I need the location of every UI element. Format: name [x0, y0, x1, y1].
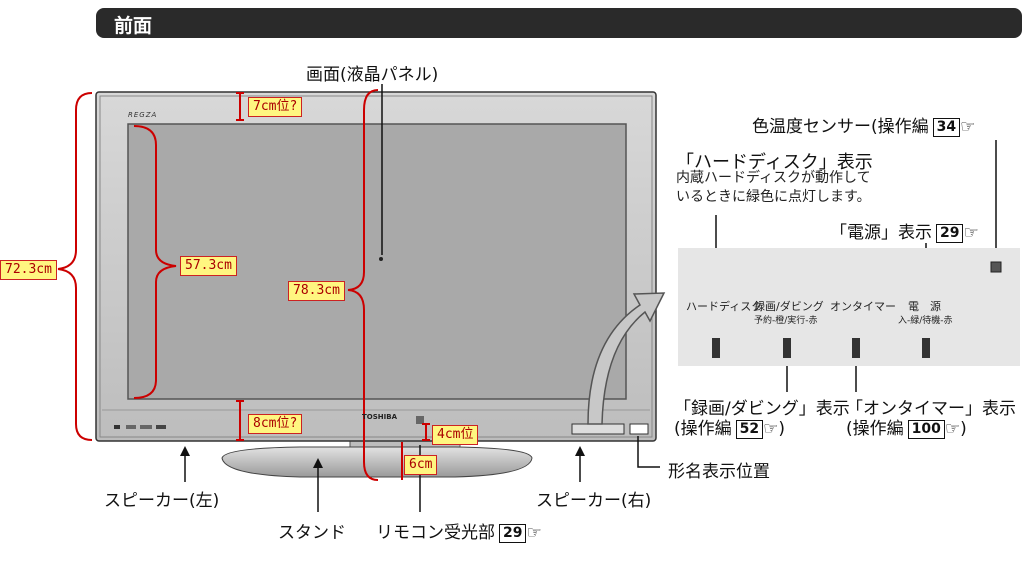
power-led: [922, 338, 930, 358]
indicator-leds: [712, 338, 930, 358]
panel-label-power-sub: 入-緑/待機-赤: [898, 316, 953, 326]
zoom-arrow-icon: [587, 292, 666, 425]
measure-total-height: 72.3cm: [0, 260, 57, 280]
panel-label-rec-sub: 予約-橙/実行-赤: [754, 316, 818, 326]
label-screen: 画面(液晶パネル): [306, 65, 439, 85]
measure-sensor-to-stand: 6cm: [404, 455, 438, 475]
section-title: 前面: [114, 15, 153, 37]
ref-page-badge: 29: [499, 523, 527, 543]
measure-sensor-gap: 4cm位: [432, 425, 479, 445]
panel-label-hdd: ハードディスク: [686, 300, 763, 313]
label-timer-title: 「オンタイマー」表示: [846, 399, 1016, 419]
label-hdd-desc-1: 内蔵ハードディスクが動作して: [676, 170, 871, 186]
maker-logo: TOSHIBA: [362, 413, 397, 421]
ref-page-badge: 100: [907, 419, 945, 439]
hand-ref-icon: ☞: [944, 419, 961, 439]
color-sensor-window: [990, 261, 1002, 273]
measure-screen-height: 57.3cm: [180, 256, 237, 276]
label-hdd-desc-2: いるときに緑色に点灯します。: [676, 189, 871, 205]
measurement-lines: [57, 89, 430, 481]
label-speaker-left: スピーカー(左): [104, 491, 220, 511]
label-hdd-title: 「ハードディスク」表示: [676, 152, 873, 173]
measure-top-gap: 7cm位?: [248, 97, 303, 117]
rec-led: [783, 338, 791, 358]
leader-arrowheads: [180, 446, 585, 468]
stand-base: [221, 439, 533, 478]
hand-ref-icon: ☞: [960, 117, 976, 137]
remote-sensor-window: [416, 416, 424, 424]
section-header: 前面: [96, 8, 1022, 38]
ref-page-badge: 29: [936, 223, 964, 243]
brand-logo: REGZA: [128, 111, 158, 119]
timer-led: [852, 338, 860, 358]
indicator-panel-zoom: [678, 248, 1020, 366]
left-logo-marks: [114, 425, 166, 429]
hand-ref-icon: ☞: [526, 523, 542, 543]
model-name-plate: [629, 423, 649, 435]
panel-label-rec: 録画/ダビング: [754, 300, 824, 313]
ref-page-badge: 34: [932, 117, 961, 137]
label-stand: スタンド: [278, 523, 346, 543]
hdd-led: [712, 338, 720, 358]
label-rec-title: 「録画/ダビング」表示: [674, 399, 850, 419]
hand-ref-icon: ☞: [963, 223, 979, 243]
screen-center-dot: [379, 257, 383, 261]
label-speaker-right: スピーカー(右): [536, 491, 652, 511]
ref-page-badge: 52: [735, 419, 764, 439]
measure-bottom-gap: 8cm位?: [248, 414, 303, 434]
label-model-name: 形名表示位置: [668, 462, 770, 482]
measure-diagonal: 78.3cm: [288, 281, 345, 301]
panel-label-timer: オンタイマー: [830, 300, 896, 313]
front-led-strip: [571, 423, 625, 435]
panel-label-power: 電 源: [908, 300, 941, 313]
hand-ref-icon: ☞: [763, 419, 779, 439]
